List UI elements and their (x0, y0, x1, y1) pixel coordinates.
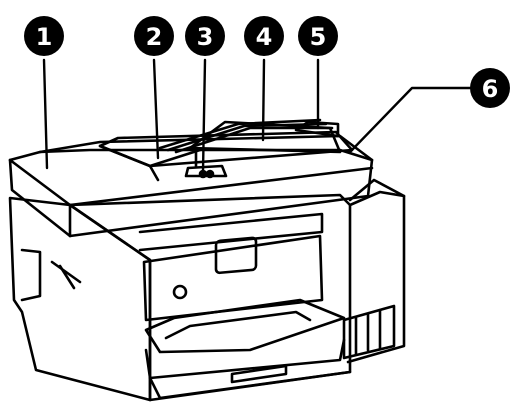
original-documents (188, 120, 342, 154)
svg-text:2: 2 (146, 23, 163, 51)
leader-1 (42, 58, 49, 170)
callout-badge-2: 2 (134, 16, 174, 56)
callout-leaders (42, 58, 472, 174)
ink-tank-windows (342, 304, 396, 360)
output-tray (144, 298, 346, 354)
printer-illustration (8, 118, 406, 402)
power-button (172, 284, 188, 300)
callout-badges: 1 2 3 4 5 6 (24, 16, 510, 108)
callout-badge-6: 6 (470, 68, 510, 108)
callout-badge-4: 4 (244, 16, 284, 56)
callout-badge-1: 1 (24, 16, 64, 56)
paper-cassette (144, 338, 346, 380)
callout-badge-5: 5 (298, 16, 338, 56)
svg-text:6: 6 (482, 75, 499, 103)
leader-3 (201, 58, 207, 174)
lcd-screen (214, 236, 258, 275)
svg-text:4: 4 (256, 23, 273, 51)
paper-support (294, 120, 340, 138)
callout-badge-3: 3 (185, 16, 225, 56)
control-panel (142, 234, 324, 322)
svg-text:5: 5 (310, 23, 327, 51)
leader-6 (348, 86, 472, 154)
leader-2 (152, 58, 160, 160)
svg-text:1: 1 (36, 23, 53, 51)
svg-text:3: 3 (197, 23, 214, 51)
leader-4 (261, 58, 266, 142)
